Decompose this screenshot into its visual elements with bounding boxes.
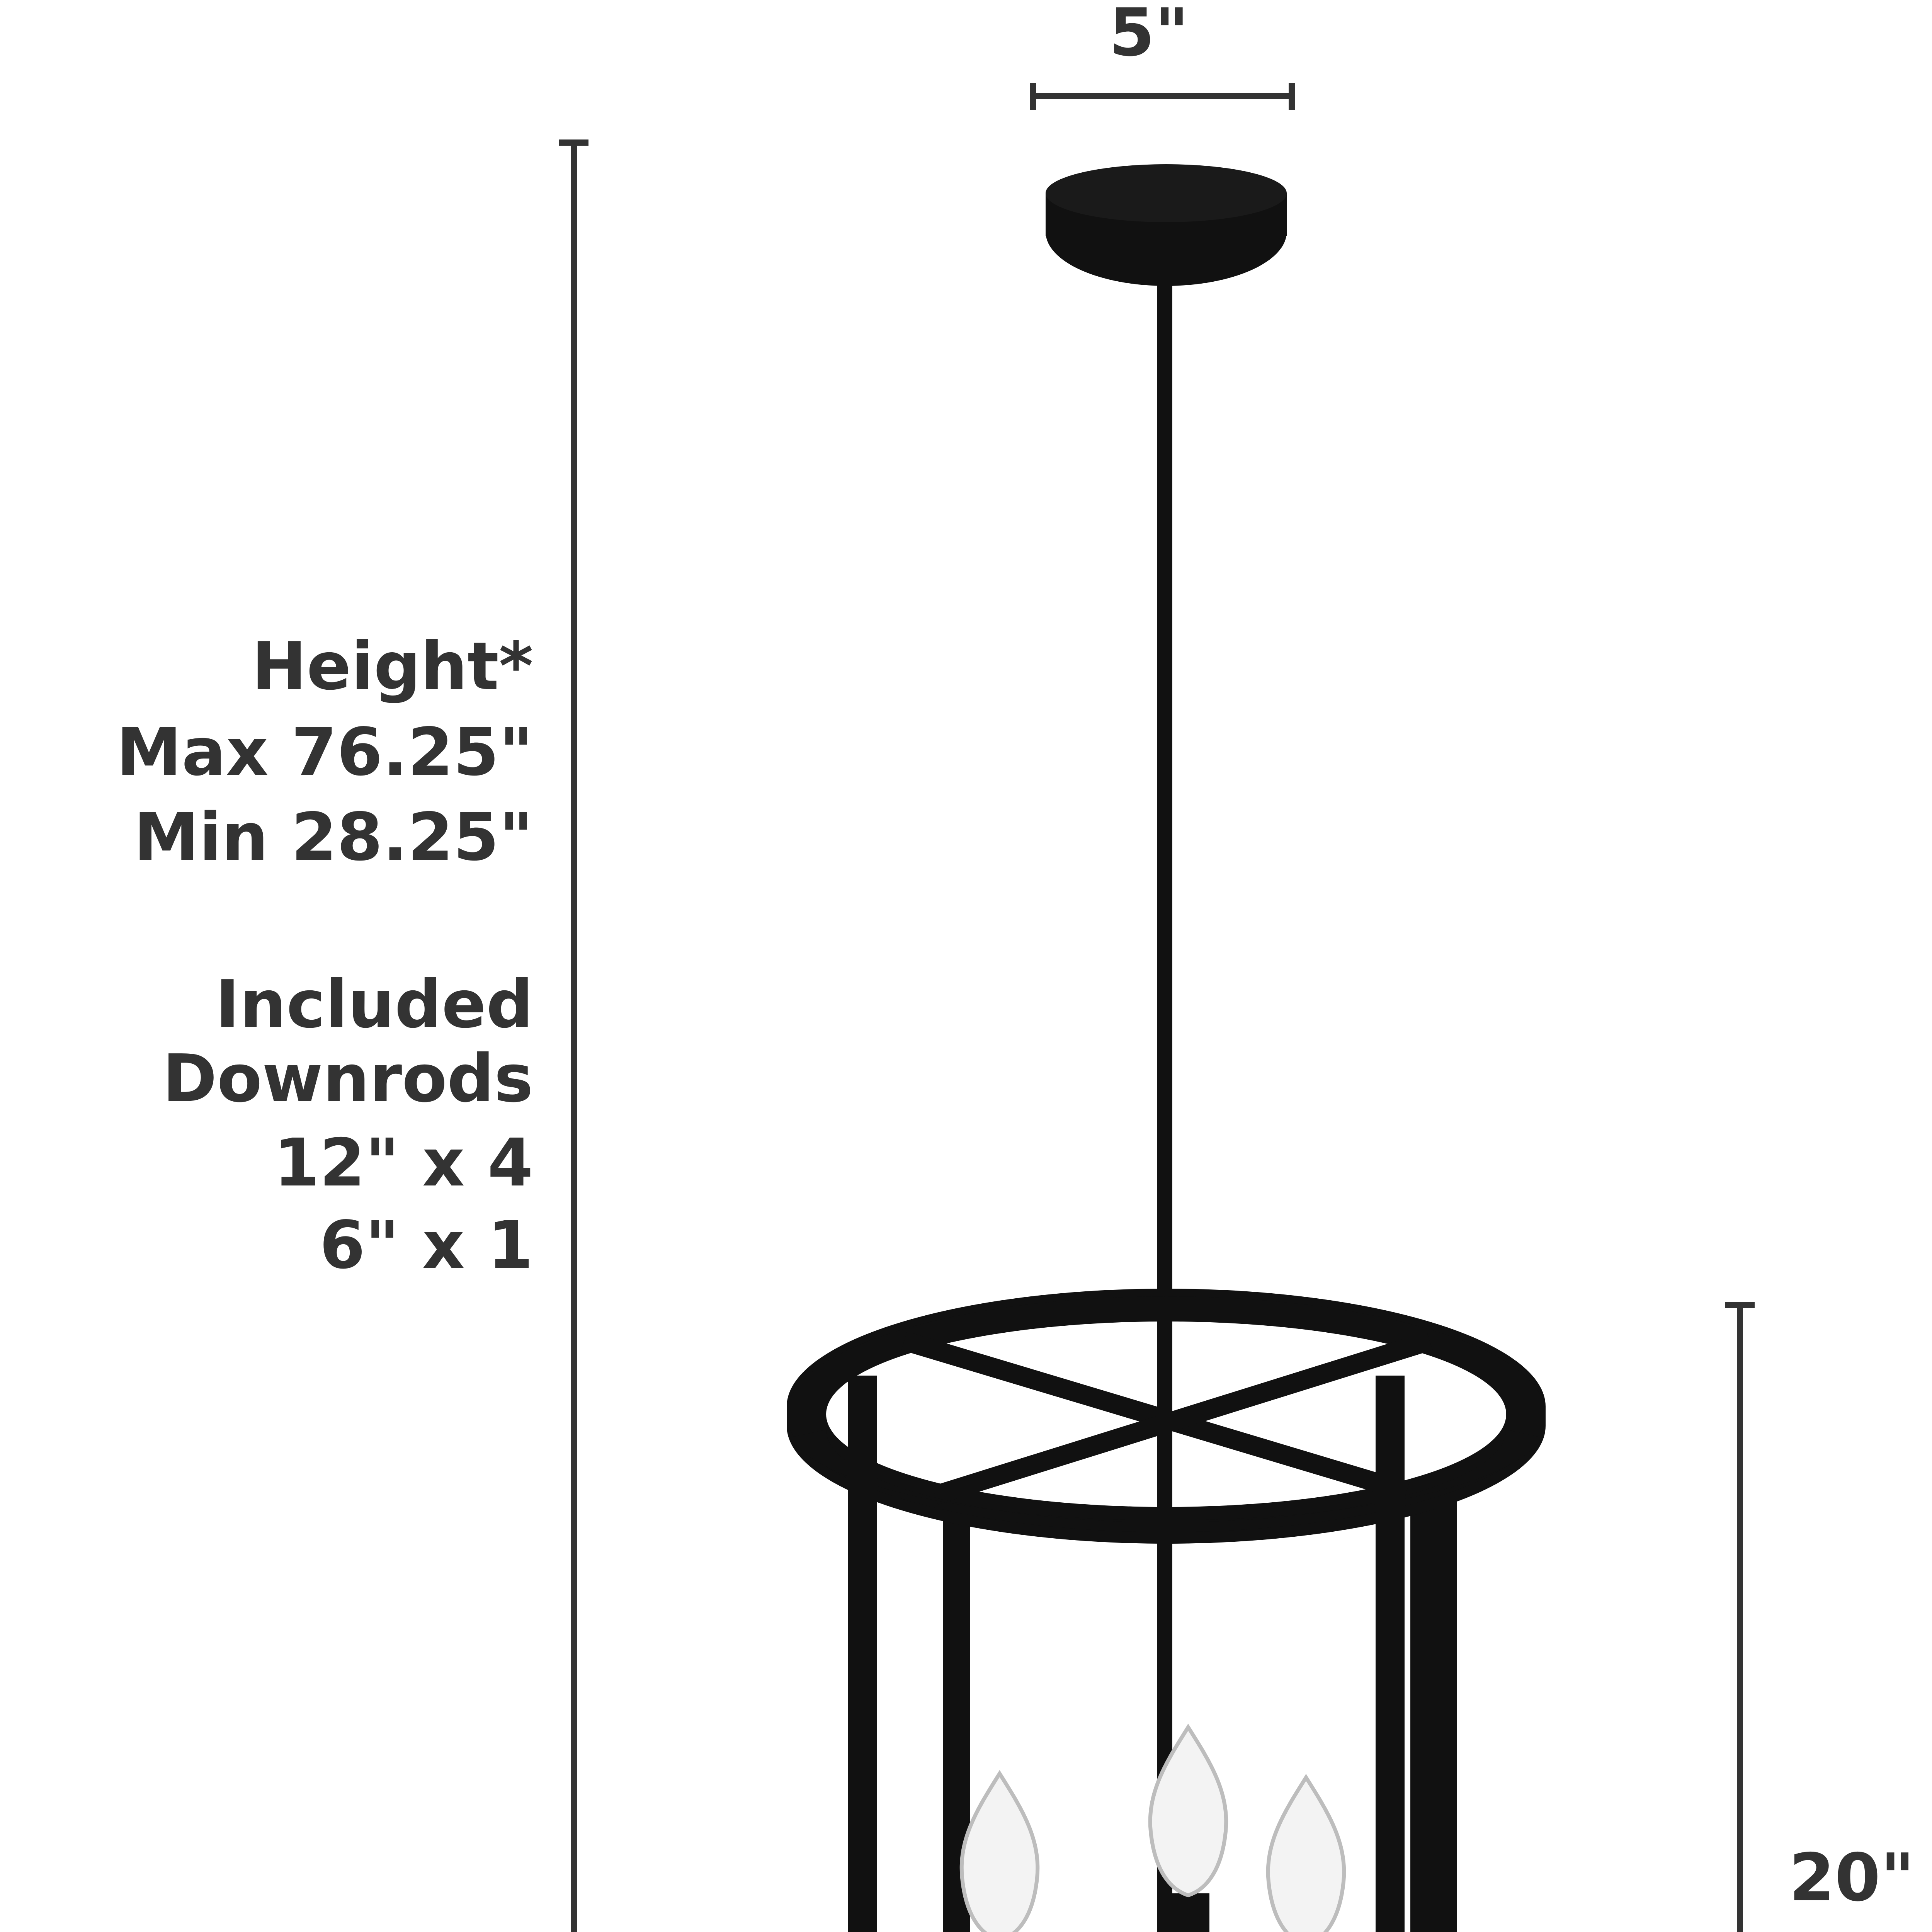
- cage-bar: [848, 1376, 877, 1932]
- canopy: [1046, 164, 1287, 286]
- cage-bar: [1434, 1499, 1457, 1932]
- downrods-title-line1: Included: [215, 966, 533, 1043]
- fixture-height-label: 20": [1789, 1840, 1915, 1916]
- cage-bar: [1410, 1499, 1434, 1932]
- bulb-right: [1266, 1774, 1346, 1932]
- height-min: Min 28.25": [134, 799, 533, 876]
- top-ring: [787, 1289, 1546, 1546]
- downrod: [1157, 263, 1172, 1932]
- height-title: Height*: [252, 628, 533, 705]
- fixture-height-dimension-line: [1725, 1302, 1755, 1932]
- candle-center: [1163, 1893, 1209, 1932]
- bulb-left: [959, 1770, 1040, 1932]
- canopy-width-label: 5": [1109, 0, 1189, 71]
- height-max: Max 76.25": [116, 714, 533, 791]
- pendant-fixture: [787, 164, 1546, 1932]
- overall-height-dimension-line: [559, 139, 588, 1932]
- downrods-title-line2: Downrods: [162, 1041, 534, 1117]
- canopy-width-dimension-line: [1030, 83, 1295, 110]
- downrod-item-6in: 6" x 1: [319, 1207, 533, 1284]
- bulb-center: [1148, 1723, 1228, 1898]
- cage-bar: [1376, 1376, 1405, 1932]
- downrod-item-12in: 12" x 4: [274, 1125, 533, 1201]
